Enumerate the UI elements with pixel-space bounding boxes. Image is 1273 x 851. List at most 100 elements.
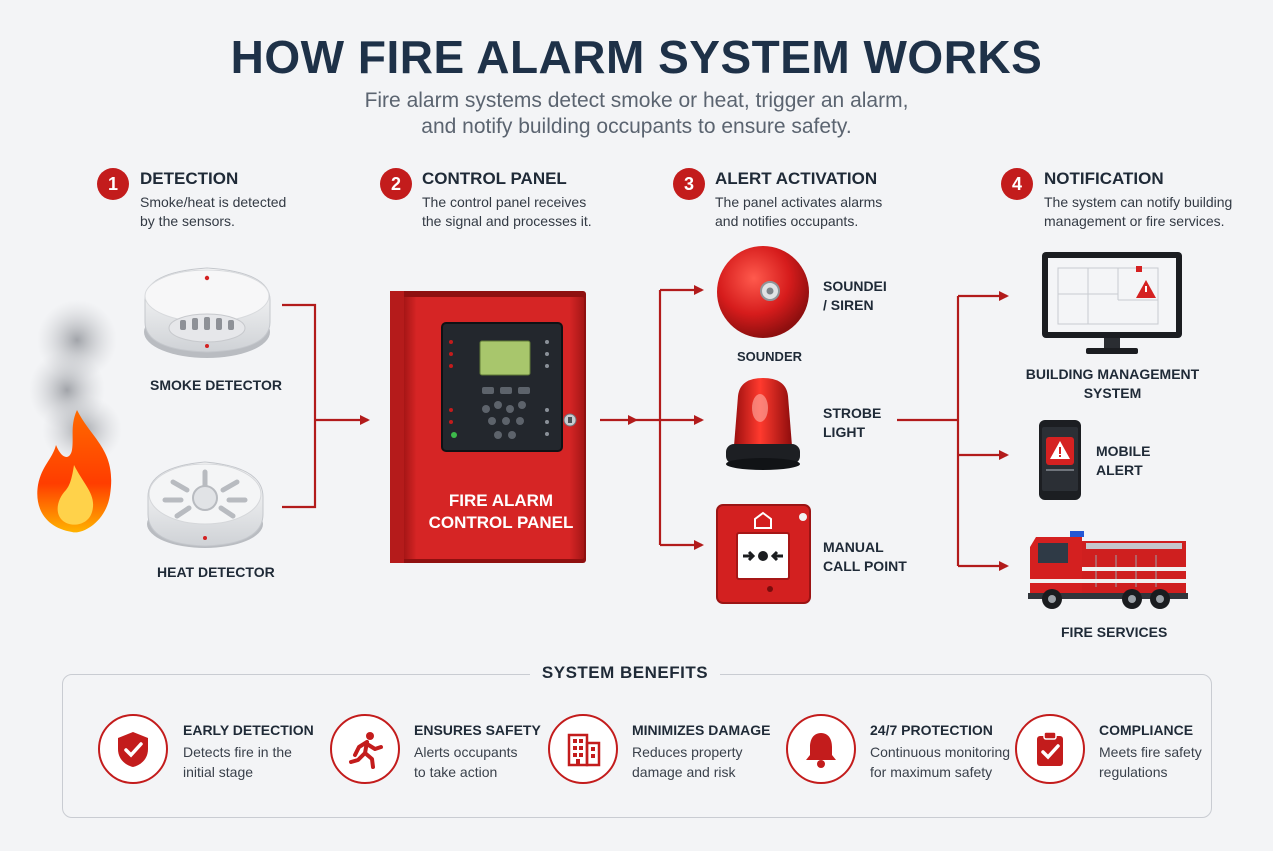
step-3: 3	[673, 168, 705, 200]
benefit-desc-line-1: Alerts occupants	[414, 744, 518, 760]
benefit-24-7-protection	[786, 714, 856, 784]
benefit-desc-line-2: regulations	[1099, 764, 1168, 780]
smoke-detector-icon	[144, 267, 271, 358]
sounder-label-line-1: SOUNDEI	[823, 278, 887, 294]
step-1-number: 1	[97, 168, 129, 200]
benefit-icon-circle	[786, 714, 856, 784]
benefits-heading: SYSTEM BENEFITS	[530, 663, 720, 683]
benefit-desc-line-1: Meets fire safety	[1099, 744, 1202, 760]
benefit-icon-circle	[98, 714, 168, 784]
step-2: 2	[380, 168, 412, 200]
page-title: HOW FIRE ALARM SYSTEM WORKS	[230, 31, 1043, 83]
step-1-description: Smoke/heat is detected by the sensors.	[140, 193, 286, 231]
subtitle-line-1: Fire alarm systems detect smoke or heat,…	[364, 89, 909, 112]
fire-truck-icon	[1028, 531, 1188, 609]
strobe-label: STROBE LIGHT	[823, 404, 881, 442]
benefit-desc-line-2: initial stage	[183, 764, 254, 780]
step-3-title: ALERT ACTIVATION	[715, 169, 878, 188]
benefit-desc-line-1: Detects fire in the	[183, 744, 292, 760]
benefit-icon-circle	[330, 714, 400, 784]
benefit-compliance	[1015, 714, 1085, 784]
smoke-detector-label: SMOKE DETECTOR	[150, 377, 282, 393]
step-3-description: The panel activates alarms and notifies …	[715, 193, 882, 231]
benefit-title: ENSURES SAFETY	[414, 722, 541, 738]
subtitle-line-2: and notify building occupants to ensure …	[421, 115, 852, 138]
building-icon	[567, 733, 601, 767]
sounder-label-line-2: / SIREN	[823, 297, 874, 313]
heat-detector-label: HEAT DETECTOR	[157, 564, 275, 580]
benefit-desc-line-1: Continuous monitoring	[870, 744, 1011, 760]
step-1-desc-line-2: by the sensors.	[140, 213, 235, 229]
step-1-title: DETECTION	[140, 169, 239, 188]
bms-label: BUILDING MANAGEMENT SYSTEM	[1025, 365, 1200, 403]
benefit-description: Detects fire in the initial stage	[183, 742, 314, 782]
benefit-compliance-text: COMPLIANCE Meets fire safety regulations	[1099, 722, 1202, 782]
step-4-desc-line-1: The system can notify building	[1044, 194, 1233, 210]
benefit-24-7-protection-text: 24/7 PROTECTION Continuous monitoring fo…	[870, 722, 1010, 782]
benefit-description: Continuous monitoring for maximum safety	[870, 742, 1010, 782]
step-4-desc-line-2: management or fire services.	[1044, 213, 1225, 229]
benefit-title: MINIMIZES DAMAGE	[632, 722, 771, 738]
detector-bracket	[282, 303, 317, 509]
sounder-bell-icon	[717, 246, 809, 338]
sounder-caption: SOUNDER	[737, 349, 803, 364]
bms-label-line-1: BUILDING MANAGEMENT	[1025, 366, 1200, 382]
fire-icon	[29, 300, 122, 533]
benefit-description: Meets fire safety regulations	[1099, 742, 1202, 782]
manual-call-point-label-line-1: MANUAL	[823, 539, 884, 555]
manual-call-point-label: MANUAL CALL POINT	[823, 538, 907, 576]
shield-icon	[118, 732, 148, 767]
benefit-desc-line-1: Reduces property	[632, 744, 743, 760]
manual-call-point-label-line-2: CALL POINT	[823, 558, 907, 574]
mobile-alert-label-line-1: MOBILE	[1096, 443, 1151, 459]
step-2-number: 2	[380, 168, 412, 200]
benefit-ensures-safety	[330, 714, 400, 784]
step-3-number: 3	[673, 168, 705, 200]
step-3-desc-line-2: and notifies occupants.	[715, 213, 859, 229]
step-1: 1	[97, 168, 129, 200]
page-subtitle: Fire alarm systems detect smoke or heat,…	[0, 88, 1273, 140]
benefit-desc-line-2: to take action	[414, 764, 498, 780]
step-4: 4	[1001, 168, 1033, 200]
benefit-early-detection-text: EARLY DETECTION Detects fire in the init…	[183, 722, 314, 782]
step-3-desc-line-1: The panel activates alarms	[715, 194, 883, 210]
benefit-minimizes-damage-text: MINIMIZES DAMAGE Reduces property damage…	[632, 722, 770, 782]
mobile-alert-label-line-2: ALERT	[1096, 462, 1143, 478]
control-panel-label-line-1: FIRE ALARM	[448, 491, 554, 510]
strobe-light-icon	[726, 378, 800, 470]
step-2-description: The control panel receives the signal an…	[422, 193, 592, 231]
sounder-label: SOUNDEI / SIREN	[823, 277, 887, 315]
benefit-icon-circle	[1015, 714, 1085, 784]
step-2-title: CONTROL PANEL	[422, 169, 567, 188]
benefit-title: COMPLIANCE	[1099, 722, 1194, 738]
benefit-ensures-safety-text: ENSURES SAFETY Alerts occupants to take …	[414, 722, 541, 782]
mobile-phone-icon	[1039, 420, 1081, 500]
control-panel: FIRE ALARM CONTROL PANEL	[388, 287, 588, 565]
step-4-number: 4	[1001, 168, 1033, 200]
step-2-desc-line-1: The control panel receives	[422, 194, 587, 210]
fire-services-label: FIRE SERVICES	[1061, 624, 1168, 640]
running-person-icon	[349, 732, 383, 769]
step-2-desc-line-2: the signal and processes it.	[422, 213, 592, 229]
bell-icon	[806, 733, 836, 768]
benefit-icon-circle	[548, 714, 618, 784]
benefit-description: Alerts occupants to take action	[414, 742, 541, 782]
benefit-early-detection	[98, 714, 168, 784]
bms-label-line-2: SYSTEM	[1083, 385, 1142, 401]
strobe-label-line-1: STROBE	[823, 405, 882, 421]
mobile-alert-label: MOBILE ALERT	[1096, 442, 1150, 480]
step-4-description: The system can notify building managemen…	[1044, 193, 1232, 231]
building-management-monitor-icon	[1042, 252, 1182, 354]
control-panel-label-line-2: CONTROL PANEL	[428, 513, 574, 532]
heat-detector-icon	[147, 461, 264, 548]
benefit-title: EARLY DETECTION	[183, 722, 314, 738]
benefit-desc-line-2: damage and risk	[632, 764, 736, 780]
step-1-desc-line-1: Smoke/heat is detected	[140, 194, 287, 210]
strobe-label-line-2: LIGHT	[823, 424, 865, 440]
clipboard-check-icon	[1037, 731, 1063, 766]
benefit-desc-line-2: for maximum safety	[870, 764, 993, 780]
control-panel-label: FIRE ALARM CONTROL PANEL	[416, 490, 586, 534]
benefit-title: 24/7 PROTECTION	[870, 722, 993, 738]
control-panel-cabinet-icon	[390, 291, 586, 563]
